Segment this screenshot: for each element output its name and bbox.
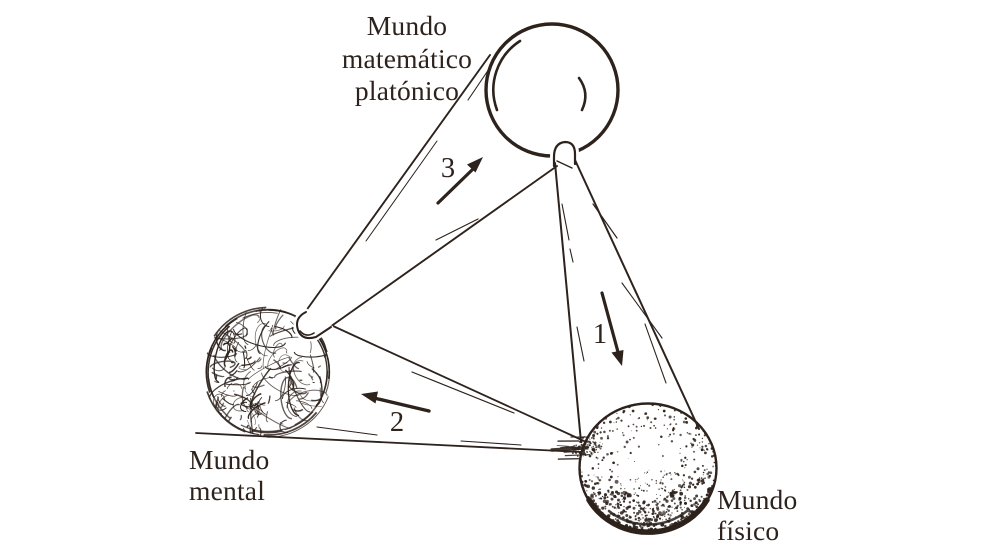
cone-3-apex — [293, 308, 334, 342]
arrow-1 — [600, 291, 624, 366]
cone-3 — [302, 54, 558, 328]
mental-world-label: Mundo mental — [189, 444, 270, 506]
mental-world-sphere — [204, 306, 332, 438]
arrow-2-number-label: 2 — [389, 407, 405, 438]
physical-world-sphere — [556, 402, 718, 535]
arrow-3-number-label: 3 — [440, 153, 456, 184]
cone-1 — [549, 137, 700, 443]
arrow-3 — [436, 157, 483, 205]
arrow-1-number-label: 1 — [592, 319, 608, 350]
arrow-2 — [361, 391, 431, 413]
physical-world-label: Mundo físico — [717, 484, 798, 546]
platonic-world-label: Mundo matemático platónico — [341, 10, 473, 106]
